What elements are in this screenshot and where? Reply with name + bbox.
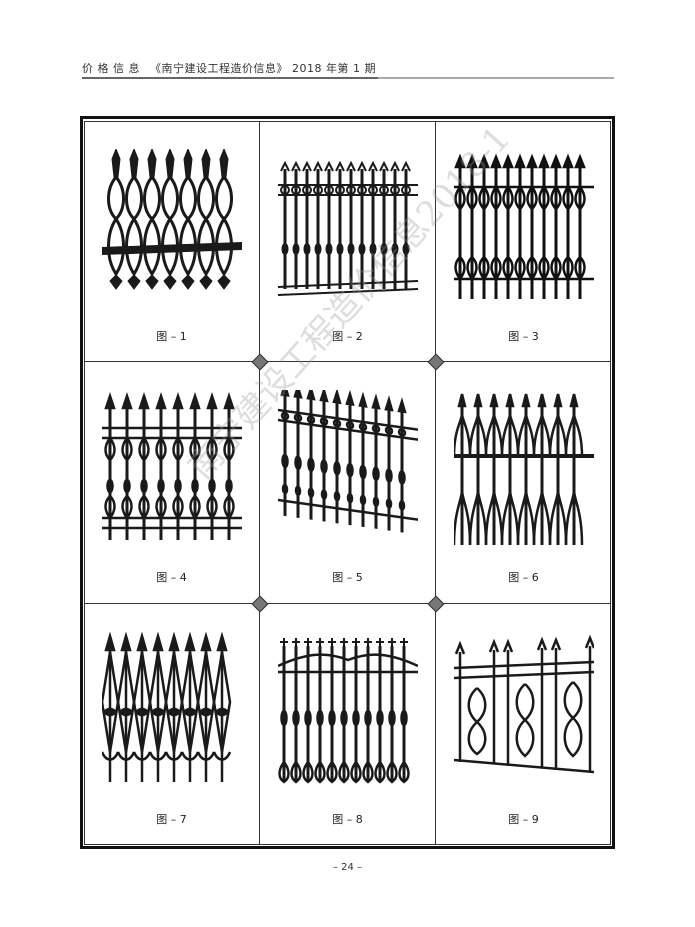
figure-caption: 图 – 4 (156, 571, 187, 584)
figure-caption: 图 – 9 (508, 813, 539, 826)
figure-cell-5: 图 – 5 (260, 362, 436, 604)
figure-cell-9: 图 – 9 (436, 604, 611, 845)
page-number: – 24 – (332, 862, 363, 873)
fence-figure-6 (454, 392, 594, 547)
header-publication: 《南宁建设工程造价信息》 2018 年第 1 期 (150, 62, 376, 75)
header-rule-light (378, 77, 614, 79)
figure-cell-2: 图 – 2 (260, 121, 436, 362)
fence-figure-5 (278, 390, 418, 535)
figure-caption: 图 – 3 (508, 330, 539, 343)
fence-figure-4 (102, 392, 242, 542)
figure-caption: 图 – 7 (156, 813, 187, 826)
fence-figure-1 (102, 149, 242, 291)
figure-caption: 图 – 1 (156, 330, 187, 343)
figure-caption: 图 – 6 (508, 571, 539, 584)
fence-figure-3 (454, 153, 594, 301)
figure-frame-outer (80, 116, 615, 849)
figure-frame-inner (84, 121, 611, 845)
figure-cell-4: 图 – 4 (84, 362, 260, 604)
figure-grid: 图 – 1 图 – 2 (84, 121, 611, 845)
header-rule (82, 77, 378, 79)
figure-cell-8: 图 – 8 (260, 604, 436, 845)
figure-caption: 图 – 5 (332, 571, 363, 584)
fence-figure-7 (102, 632, 232, 784)
figure-cell-7: 图 – 7 (84, 604, 260, 845)
fence-figure-8 (278, 636, 418, 784)
figure-caption: 图 – 2 (332, 330, 363, 343)
fence-figure-9 (454, 634, 594, 774)
fence-figure-2 (278, 160, 418, 296)
figure-caption: 图 – 8 (332, 813, 363, 826)
header-section: 价 格 信 息 (82, 62, 140, 75)
page-header: 价 格 信 息 《南宁建设工程造价信息》 2018 年第 1 期 (82, 60, 614, 80)
figure-cell-6: 图 – 6 (436, 362, 611, 604)
figure-cell-3: 图 – 3 (436, 121, 611, 362)
figure-cell-1: 图 – 1 (84, 121, 260, 362)
